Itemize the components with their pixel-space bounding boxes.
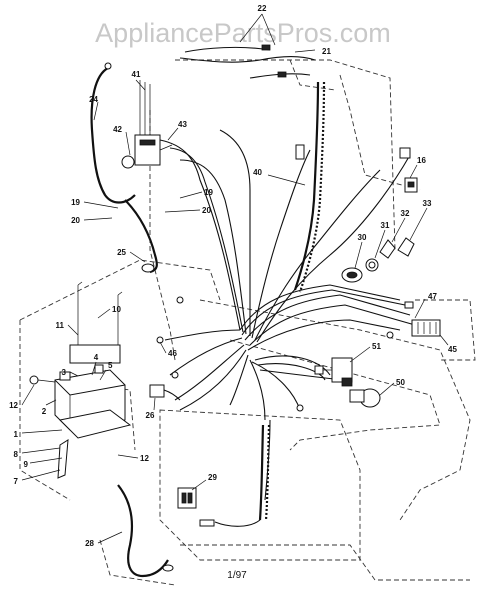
coiled-cable-upper — [293, 81, 326, 293]
ring-terminals — [156, 144, 394, 527]
chassis-outline — [19, 59, 476, 586]
page-footer: 1/97 — [227, 570, 247, 581]
callout-24: 24 — [89, 95, 98, 104]
callout-31: 31 — [381, 221, 390, 230]
battery-assembly — [29, 344, 132, 479]
coiled-cable-lower — [214, 424, 271, 527]
callout-8: 8 — [14, 450, 19, 459]
leader-lines — [21, 13, 449, 544]
callout-7: 7 — [14, 477, 19, 486]
callout-20-right: 20 — [202, 206, 211, 215]
connector-16 — [399, 147, 418, 193]
callout-labels: 22 21 41 24 42 43 40 16 19 19 20 20 30 3… — [9, 4, 457, 548]
callout-11: 11 — [56, 321, 65, 330]
wire-28 — [117, 484, 174, 578]
callout-50: 50 — [396, 378, 405, 387]
switch-29 — [177, 487, 197, 509]
switch-assembly-41 — [121, 80, 173, 169]
callout-4: 4 — [94, 353, 99, 362]
callout-47: 47 — [428, 292, 437, 301]
callout-28: 28 — [85, 539, 94, 548]
callout-16: 16 — [417, 156, 426, 165]
plug-46 — [404, 301, 441, 337]
callout-43: 43 — [178, 120, 187, 129]
callout-40: 40 — [253, 168, 262, 177]
wire-24 — [90, 62, 136, 204]
callout-30: 30 — [358, 233, 367, 242]
callout-12-left: 12 — [9, 401, 18, 410]
callout-20-left: 20 — [71, 216, 80, 225]
callout-3: 3 — [62, 368, 67, 377]
callout-19-right: 19 — [204, 188, 213, 197]
main-harness-bundle — [159, 129, 416, 501]
callout-33: 33 — [423, 199, 432, 208]
callout-12-right: 12 — [140, 454, 149, 463]
callout-41: 41 — [132, 70, 141, 79]
callout-25: 25 — [117, 248, 126, 257]
wire-25 — [124, 199, 158, 274]
callout-51: 51 — [372, 342, 381, 351]
callout-10: 10 — [112, 305, 121, 314]
connector-26 — [149, 384, 181, 401]
callout-1: 1 — [14, 430, 19, 439]
watermark-text: AppliancePartsPros.com — [95, 18, 391, 48]
callout-19-left: 19 — [71, 198, 80, 207]
component-30-31 — [341, 258, 379, 283]
callout-22: 22 — [258, 4, 267, 13]
callout-42: 42 — [113, 125, 122, 134]
component-32-33 — [379, 237, 415, 259]
top-wire-assembly — [179, 44, 316, 79]
callout-21: 21 — [322, 47, 331, 56]
callout-5: 5 — [108, 361, 113, 370]
callout-26: 26 — [146, 411, 155, 420]
callout-45: 45 — [448, 345, 457, 354]
callout-29: 29 — [208, 473, 217, 482]
lamp-50 — [341, 377, 381, 408]
callout-46: 46 — [168, 349, 177, 358]
callout-2: 2 — [42, 407, 47, 416]
callout-32: 32 — [401, 209, 410, 218]
callout-9: 9 — [24, 460, 29, 469]
